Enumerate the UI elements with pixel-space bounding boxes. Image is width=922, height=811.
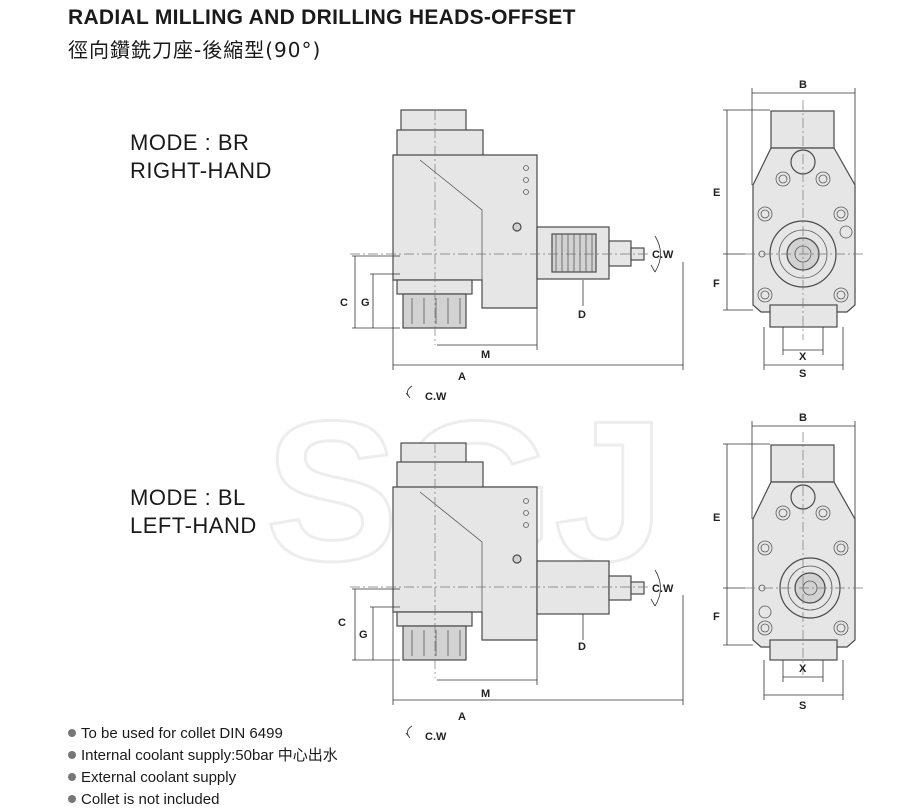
rotation-cw: C.W [425,731,447,743]
page-title: RADIAL MILLING AND DRILLING HEADS-OFFSET [68,6,576,29]
dim-f: F [713,278,720,290]
dim-m: M [481,688,490,700]
note-item: To be used for collet DIN 6499 [68,723,338,745]
side-view-left-hand [350,442,684,739]
dim-c: C [340,297,348,309]
dim-f: F [713,611,720,623]
rotation-cw: C.W [652,583,674,595]
rotation-cw: C.W [425,391,447,403]
mode-br-label: MODE : BR RIGHT-HAND [130,129,272,185]
note-item: External coolant supply [68,767,338,789]
dim-g: G [359,629,368,641]
dim-m: M [481,349,490,361]
dim-s: S [799,700,806,712]
dim-e: E [713,187,720,199]
dim-x: X [799,351,807,363]
mode-hand: LEFT-HAND [130,513,257,538]
front-view-bottom [723,421,865,700]
dim-e: E [713,512,720,524]
dim-b: B [799,412,807,424]
feature-notes: To be used for collet DIN 6499 Internal … [68,723,338,811]
side-view-right-hand [350,109,684,399]
mode-hand: RIGHT-HAND [130,158,272,183]
note-item: Internal coolant supply:50bar 中心出水 [68,745,338,767]
dim-d: D [578,309,586,321]
page-subtitle: 徑向鑽銑刀座-後縮型(90°) [68,38,322,62]
dim-c: C [338,617,346,629]
mode-code: MODE : BR [130,130,250,155]
dim-a: A [458,371,466,383]
dim-x: X [799,663,807,675]
rotation-cw: C.W [652,249,674,261]
mode-code: MODE : BL [130,485,246,510]
note-item: Collet is not included [68,789,338,811]
front-view-top [723,88,865,370]
dim-b: B [799,79,807,91]
mode-bl-label: MODE : BL LEFT-HAND [130,484,257,540]
dim-a: A [458,711,466,723]
dim-g: G [361,297,370,309]
dim-d: D [578,641,586,653]
dim-s: S [799,368,806,380]
